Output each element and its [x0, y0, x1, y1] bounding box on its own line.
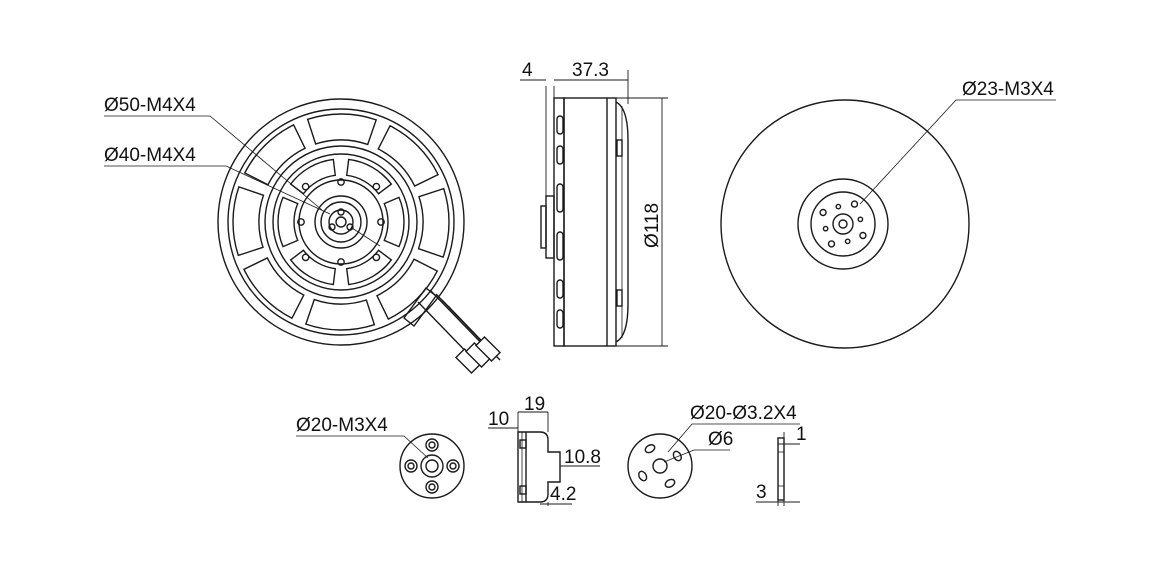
- small-hole: [822, 225, 829, 232]
- plate-hole: [672, 450, 682, 462]
- label-d20-d3-2x4: Ø20-Ø3.2X4: [690, 403, 797, 424]
- mount-hole-d40: [337, 178, 345, 186]
- motor-cable: [403, 286, 502, 375]
- plate-hole: [644, 444, 656, 454]
- prop-hole-outer: [425, 480, 439, 494]
- cooling-slot: [304, 298, 376, 331]
- dim-4: 4: [522, 60, 533, 81]
- back-view: Ø23-M3X4: [720, 79, 1056, 349]
- side-view: 4 37.3 Ø118: [520, 60, 668, 347]
- dim-1: 1: [796, 424, 807, 445]
- label-d23-m3x4: Ø23-M3X4: [962, 79, 1054, 100]
- dim-3: 3: [756, 482, 767, 503]
- cooling-slot: [242, 257, 305, 320]
- prop-hole-inner: [428, 483, 436, 491]
- cooling-slot: [232, 185, 265, 257]
- dim-37-3: 37.3: [572, 60, 609, 81]
- cooling-slot: [345, 249, 393, 286]
- cooling-slot: [306, 113, 378, 146]
- dim-10: 10: [488, 409, 509, 430]
- cooling-slot: [377, 124, 440, 187]
- cooling-slot: [243, 123, 306, 186]
- label-d50-m4x4: Ø50-M4X4: [104, 95, 196, 116]
- mount-hole-d40: [297, 218, 305, 226]
- mount-hole-d23: [827, 240, 836, 248]
- prop-hole-outer: [404, 459, 418, 473]
- prop-adapter-top-view: Ø20-M3X4: [296, 415, 465, 499]
- mount-hole-d23: [859, 231, 867, 240]
- label-d6: Ø6: [708, 429, 733, 450]
- plate-hole: [664, 478, 676, 488]
- mount-hole-d40: [337, 258, 345, 266]
- label-d40-m4x4: Ø40-M4X4: [104, 145, 196, 166]
- plate-top-view: Ø20-Ø3.2X4 Ø6: [627, 403, 800, 499]
- prop-hole-inner: [428, 441, 436, 449]
- prop-hole-outer: [446, 459, 460, 473]
- mount-hole-d23: [819, 208, 827, 217]
- plate-hole: [638, 470, 648, 482]
- cooling-slot: [417, 187, 450, 259]
- dim-19: 19: [524, 394, 545, 415]
- dim-d118: Ø118: [642, 203, 663, 248]
- small-hole: [835, 203, 842, 210]
- front-view: Ø50-M4X4 Ø40-M4X4: [104, 95, 502, 375]
- mount-hole-d23: [850, 200, 859, 208]
- cooling-slot: [289, 249, 337, 286]
- cooling-slot: [383, 196, 405, 248]
- small-hole: [857, 216, 864, 223]
- small-hole: [844, 238, 851, 245]
- prop-adapter-side-view: 10 19 10.8 4.2: [488, 394, 601, 506]
- prop-hole-inner: [407, 462, 415, 470]
- label-d20-m3x4: Ø20-M3X4: [296, 415, 388, 436]
- mounting-holes: [297, 178, 385, 266]
- prop-hole-outer: [425, 438, 439, 452]
- cooling-slot: [277, 196, 299, 248]
- mount-hole-d50: [372, 182, 381, 191]
- mount-hole-d40: [377, 218, 385, 226]
- prop-adapter-holes: [404, 438, 460, 494]
- cooling-slot: [345, 158, 393, 195]
- plate-holes: [638, 444, 682, 488]
- dim-4-2: 4.2: [550, 484, 576, 505]
- mount-hole-d50: [372, 253, 381, 262]
- dim-10-8: 10.8: [564, 447, 601, 468]
- mount-hole-d50: [301, 253, 310, 262]
- prop-hole-inner: [449, 462, 457, 470]
- cooling-slot: [289, 158, 337, 195]
- plate-side-view: 1 3: [756, 424, 807, 506]
- mount-hole-d50: [301, 182, 310, 191]
- back-mounting-holes: [819, 200, 867, 248]
